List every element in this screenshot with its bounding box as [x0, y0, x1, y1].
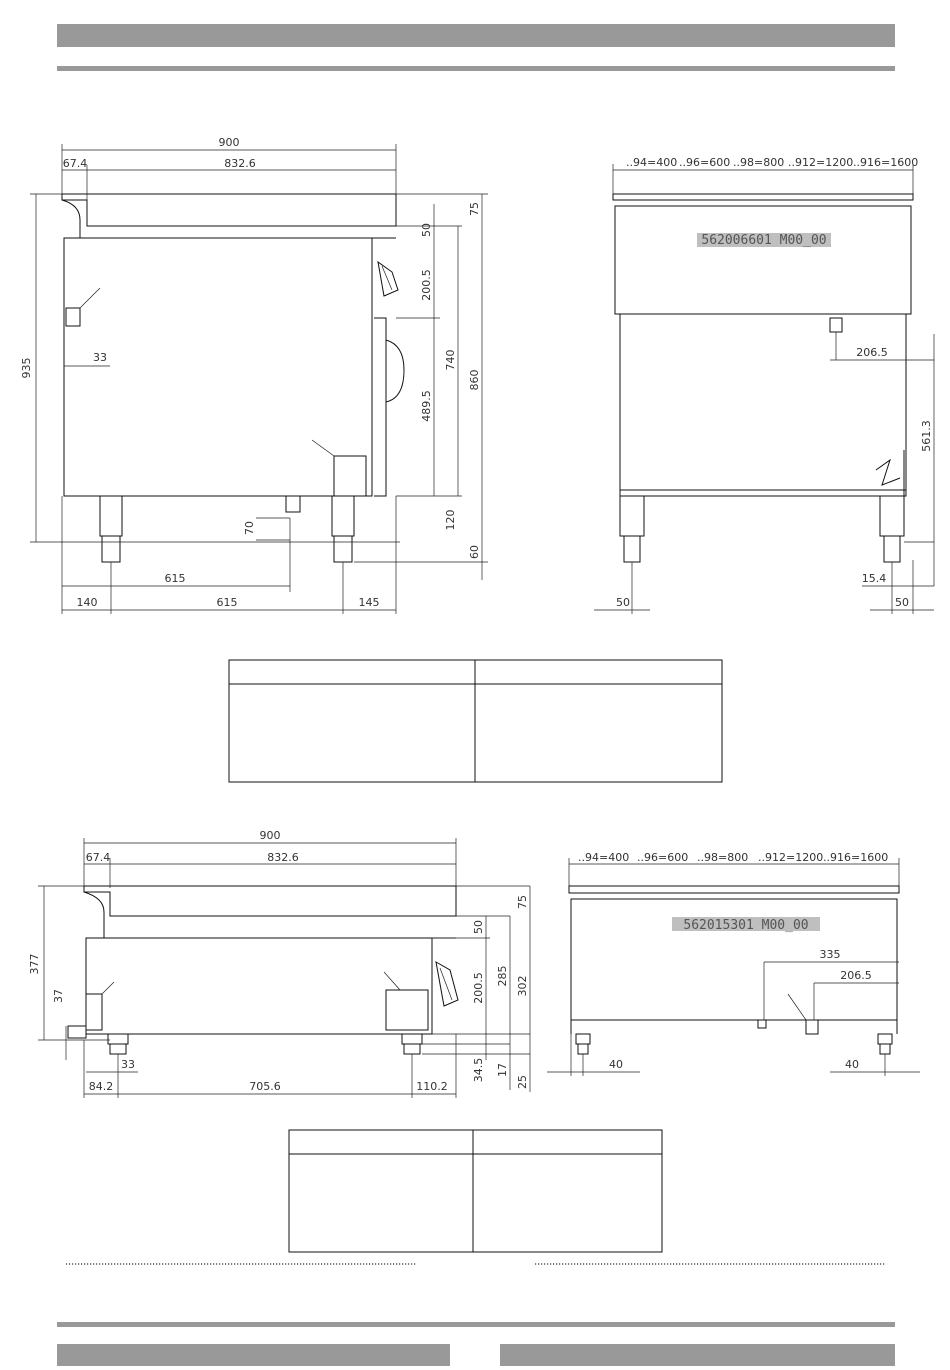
dim-615-legs: 615: [217, 596, 238, 609]
size-916: ..916=1600: [853, 156, 918, 169]
dim-15-4: 15.4: [862, 572, 887, 585]
top-side-view: 900 67.4 832.6 935 33: [20, 136, 488, 614]
dim-489-5: 489.5: [420, 390, 433, 422]
size-98-bottom: ..98=800: [697, 851, 748, 864]
dim-145: 145: [359, 596, 380, 609]
part-code-bg-bottom: [672, 917, 820, 931]
dim-200-5-bottom: 200.5: [472, 972, 485, 1004]
size-96-bottom: ..96=600: [637, 851, 688, 864]
dim-140: 140: [77, 596, 98, 609]
dim-75: 75: [468, 202, 481, 216]
bottom-side-view: 900 67.4 832.6 377 37 33: [28, 829, 531, 1098]
dim-33: 33: [93, 351, 107, 364]
dim-40-left: 40: [609, 1058, 623, 1071]
footer-bar-left: [57, 1344, 450, 1366]
size-912-bottom: ..912=1200: [758, 851, 823, 864]
dim-50-left: 50: [616, 596, 630, 609]
dim-67-4: 67.4: [63, 157, 88, 170]
bottom-table: [288, 1129, 663, 1253]
dim-705-6: 705.6: [249, 1080, 281, 1093]
footer-rule: [57, 1322, 895, 1327]
dim-34-5: 34.5: [472, 1058, 485, 1083]
dim-206-5-top: 206.5: [856, 346, 888, 359]
dim-33-bottom: 33: [121, 1058, 135, 1071]
dim-335: 335: [820, 948, 841, 961]
size-94-bottom: ..94=400: [578, 851, 629, 864]
header-rule: [57, 66, 895, 71]
dim-37: 37: [52, 989, 65, 1003]
header-bar: [57, 24, 895, 47]
dim-84-2: 84.2: [89, 1080, 114, 1093]
dim-40-right: 40: [845, 1058, 859, 1071]
dim-110-2: 110.2: [416, 1080, 448, 1093]
dim-740: 740: [444, 350, 457, 371]
dim-50: 50: [420, 223, 433, 237]
dim-900-bottom: 900: [260, 829, 281, 842]
dim-377: 377: [28, 954, 41, 975]
size-98: ..98=800: [733, 156, 784, 169]
dim-60: 60: [468, 545, 481, 559]
dim-302: 302: [516, 976, 529, 997]
size-94: ..94=400: [626, 156, 677, 169]
dim-200-5: 200.5: [420, 269, 433, 301]
part-code: 562006601 M00_00: [701, 233, 826, 248]
dim-561-3: 561.3: [920, 420, 933, 452]
dim-50-right: 50: [895, 596, 909, 609]
dim-75-bottom: 75: [516, 895, 529, 909]
dim-615-drain: 615: [165, 572, 186, 585]
dim-50-bottom: 50: [472, 920, 485, 934]
dim-67-4-bottom: 67.4: [86, 851, 111, 864]
part-code-bottom: 562015301 M00_00: [683, 918, 808, 933]
dim-120: 120: [444, 510, 457, 531]
top-table: [228, 659, 723, 783]
bottom-front-view: ..94=400 ..96=600 ..98=800 ..912=1200 ..…: [547, 851, 920, 1076]
size-916-bottom: ..916=1600: [823, 851, 888, 864]
dim-206-5-bottom: 206.5: [840, 969, 872, 982]
dim-935: 935: [20, 358, 33, 379]
dim-25: 25: [516, 1075, 529, 1089]
dim-832-6-bottom: 832.6: [267, 851, 299, 864]
dim-17: 17: [496, 1063, 509, 1077]
dim-860: 860: [468, 370, 481, 391]
dim-832-6: 832.6: [224, 157, 256, 170]
size-96: ..96=600: [679, 156, 730, 169]
top-front-view: ..94=400 ..96=600 ..98=800 ..912=1200 ..…: [594, 156, 935, 614]
dim-900: 900: [219, 136, 240, 149]
dim-285: 285: [496, 966, 509, 987]
size-912: ..912=1200: [788, 156, 853, 169]
footer-bar-right: [500, 1344, 895, 1366]
dim-70: 70: [243, 521, 256, 535]
part-code-bg: [697, 233, 831, 247]
